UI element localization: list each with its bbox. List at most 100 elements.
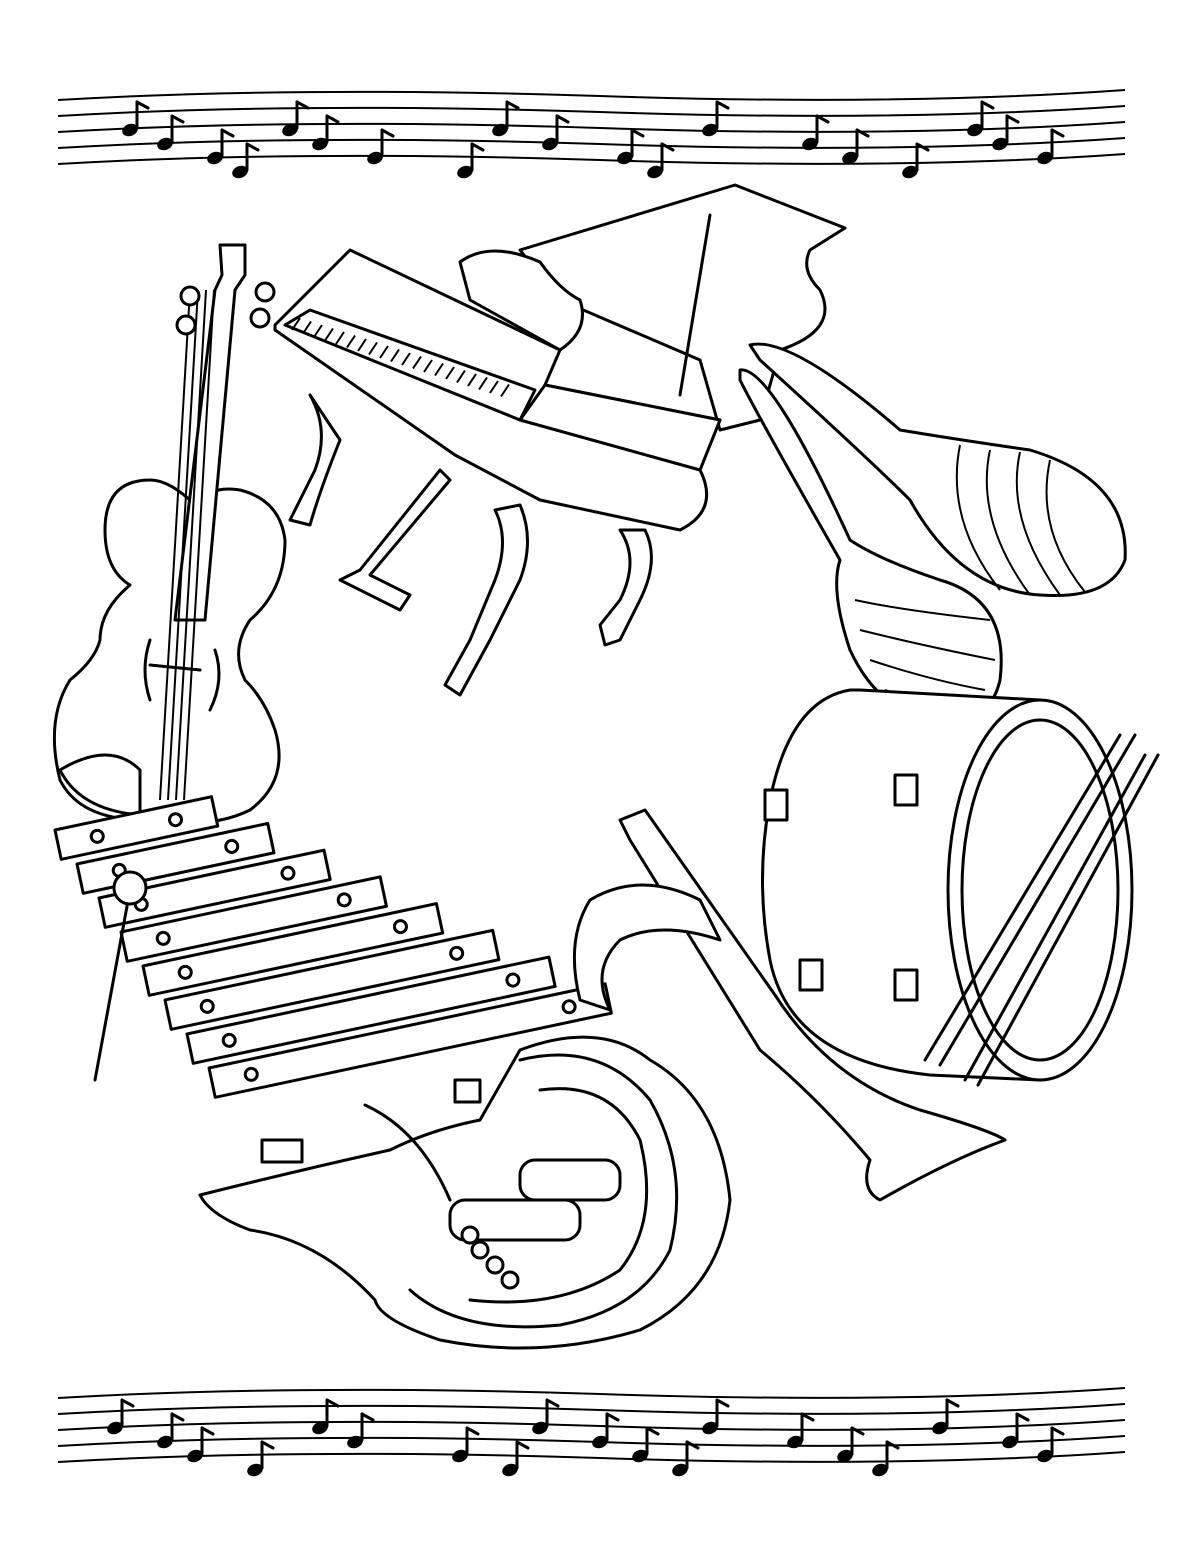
music-note-icon xyxy=(207,151,223,165)
music-note-flag xyxy=(1050,1426,1065,1436)
music-note-icon xyxy=(702,123,718,137)
music-note-icon xyxy=(187,1449,203,1463)
xylophone-mallet-handle xyxy=(93,888,132,1082)
music-note-flag xyxy=(715,100,730,110)
music-note-icon xyxy=(532,1421,548,1435)
xylophone-bar-rivet xyxy=(221,1032,237,1048)
music-note-icon xyxy=(457,165,473,179)
music-note-flag xyxy=(1050,128,1065,138)
xylophone-bar-rivet xyxy=(89,828,105,844)
music-note-icon xyxy=(787,1435,803,1449)
music-note-flag xyxy=(660,142,675,152)
music-note-flag xyxy=(220,128,235,138)
music-note-flag xyxy=(200,1426,215,1436)
music-note-icon xyxy=(802,137,818,151)
bottom-music-staff xyxy=(57,1387,1126,1477)
music-note-icon xyxy=(492,123,508,137)
piano-key xyxy=(368,341,378,356)
music-note-flag xyxy=(465,1426,480,1436)
music-note-flag xyxy=(505,100,520,110)
piano-key xyxy=(379,345,389,359)
xylophone-bar-rivet xyxy=(177,964,193,980)
music-note-flag xyxy=(800,1412,815,1422)
music-note-icon xyxy=(312,1421,328,1435)
music-note-flag xyxy=(170,1412,185,1422)
music-note-flag xyxy=(885,1440,900,1450)
xylophone-bar xyxy=(141,902,445,997)
piano-key xyxy=(390,348,400,363)
violin xyxy=(52,243,287,825)
music-note-icon xyxy=(967,123,983,137)
bottom-staff-line xyxy=(57,1451,1126,1463)
music-note-icon xyxy=(452,1449,468,1463)
piano-key xyxy=(445,366,455,380)
music-note-flag xyxy=(295,100,310,110)
xylophone-bar-plate xyxy=(97,848,332,929)
top-staff-line xyxy=(57,89,1126,101)
piano-key xyxy=(324,327,334,342)
music-note-icon xyxy=(617,151,633,165)
music-note-flag xyxy=(380,128,395,138)
music-note-flag xyxy=(170,114,185,124)
piano-key xyxy=(302,320,312,335)
music-note-icon xyxy=(232,165,248,179)
xylophone xyxy=(53,795,613,1164)
music-note-flag xyxy=(605,1412,620,1422)
xylophone-foot xyxy=(453,1078,482,1104)
xylophone-bar-plate xyxy=(119,875,388,963)
xylophone-foot xyxy=(260,1138,304,1164)
top-staff-line xyxy=(57,105,1126,117)
xylophone-bar-rivet xyxy=(224,838,240,854)
music-note-icon xyxy=(347,1435,363,1449)
xylophone-bar-plate xyxy=(185,955,557,1065)
music-note-icon xyxy=(247,1463,263,1477)
maracas xyxy=(738,342,1127,722)
drum xyxy=(761,688,1160,1087)
top-music-staff xyxy=(57,89,1126,179)
xylophone-bar-rivet xyxy=(449,945,465,961)
music-note-icon xyxy=(367,151,383,165)
music-note-icon xyxy=(842,151,858,165)
xylophone-bar-rivet xyxy=(392,919,408,935)
music-note-flag xyxy=(120,1398,135,1408)
piano-key xyxy=(456,369,466,384)
piano-key xyxy=(357,338,367,352)
piano-key xyxy=(346,334,356,349)
xylophone-bar xyxy=(53,795,220,861)
music-note-flag xyxy=(360,1412,375,1422)
music-note-icon xyxy=(502,1463,518,1477)
bottom-staff-line xyxy=(57,1403,1126,1415)
music-note-icon xyxy=(872,1463,888,1477)
xylophone-bar-rivet xyxy=(199,998,215,1014)
xylophone-bar-rivet xyxy=(280,865,296,881)
music-note-flag xyxy=(855,128,870,138)
music-note-icon xyxy=(122,123,138,137)
piano-key xyxy=(291,317,301,331)
music-note-icon xyxy=(157,1435,173,1449)
piano-key xyxy=(401,352,411,366)
music-note-icon xyxy=(312,137,328,151)
xylophone-bar-rivet xyxy=(336,892,352,908)
music-note-flag xyxy=(1005,114,1020,124)
xylophone-mallet-head xyxy=(112,870,148,906)
music-note-flag xyxy=(515,1440,530,1450)
music-note-icon xyxy=(157,137,173,151)
music-note-flag xyxy=(245,142,260,152)
xylophone-bar-plate xyxy=(141,902,445,997)
xylophone-bar xyxy=(207,982,613,1099)
xylophone-bar-rivet xyxy=(561,999,577,1015)
music-note-icon xyxy=(992,137,1008,151)
xylophone-bar-plate xyxy=(207,982,613,1099)
piano-key xyxy=(489,380,499,394)
music-note-flag xyxy=(470,142,485,152)
grand-piano xyxy=(273,183,847,697)
piano-key xyxy=(500,383,510,398)
piano-key xyxy=(423,359,433,373)
music-note-icon xyxy=(902,165,918,179)
top-staff-line xyxy=(57,137,1126,149)
piano-key xyxy=(434,362,444,377)
piano-keys xyxy=(291,317,510,398)
piano-key xyxy=(313,324,323,338)
bottom-staff-line xyxy=(57,1387,1126,1399)
piano-key xyxy=(335,331,345,345)
